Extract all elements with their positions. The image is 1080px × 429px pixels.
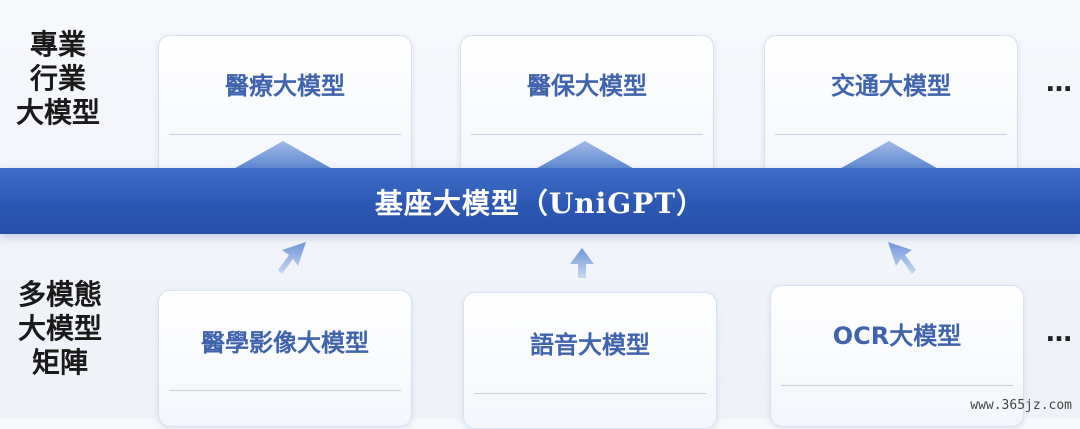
bottom-card-speech-divider [474, 393, 706, 394]
bottom-card-imaging-title: 醫學影像大模型 [201, 329, 369, 357]
bottom-section-label: 多模態 大模型 矩陣 [10, 278, 110, 380]
bottom-ellipsis: … [1046, 318, 1072, 348]
watermark: www.365jz.com [970, 398, 1072, 413]
top-card-insurance-title: 醫保大模型 [527, 72, 647, 100]
bottom-card-ocr-divider [781, 385, 1013, 386]
top-label-line-2: 行業 [29, 62, 86, 95]
bottom-label-line-3: 矩陣 [31, 346, 88, 379]
top-section-label: 專業 行業 大模型 [8, 28, 108, 130]
arrow-up-left-icon [888, 242, 916, 274]
bottom-card-imaging: 醫學影像大模型 [158, 290, 412, 427]
bottom-card-speech-title: 語音大模型 [530, 331, 650, 359]
foundation-model-title: 基座大模型（UniGPT） [374, 187, 706, 220]
top-card-medical-divider [169, 134, 401, 135]
top-card-traffic: 交通大模型 [764, 35, 1018, 187]
bottom-card-speech: 語音大模型 [463, 292, 717, 429]
bottom-card-ocr: OCR大模型 [770, 285, 1024, 427]
top-label-line-1: 專業 [29, 28, 86, 61]
top-card-insurance-divider [471, 134, 703, 135]
foundation-model-band: 基座大模型（UniGPT） [0, 168, 1080, 234]
bottom-card-imaging-divider [169, 390, 401, 391]
up-triangle-medical [230, 141, 336, 171]
top-card-medical-title: 醫療大模型 [225, 72, 345, 100]
top-label-line-3: 大模型 [15, 96, 100, 129]
arrow-up-icon [570, 248, 594, 278]
top-card-insurance: 醫保大模型 [460, 35, 714, 187]
top-ellipsis: … [1046, 68, 1072, 98]
bottom-label-line-2: 大模型 [17, 312, 102, 345]
top-card-traffic-title: 交通大模型 [831, 72, 951, 100]
arrow-up-right-icon [278, 242, 306, 274]
bottom-card-ocr-title: OCR大模型 [832, 322, 962, 350]
up-triangle-traffic [836, 141, 942, 171]
top-card-traffic-divider [775, 134, 1007, 135]
bottom-label-line-1: 多模態 [17, 278, 102, 311]
up-triangle-insurance [532, 141, 638, 171]
